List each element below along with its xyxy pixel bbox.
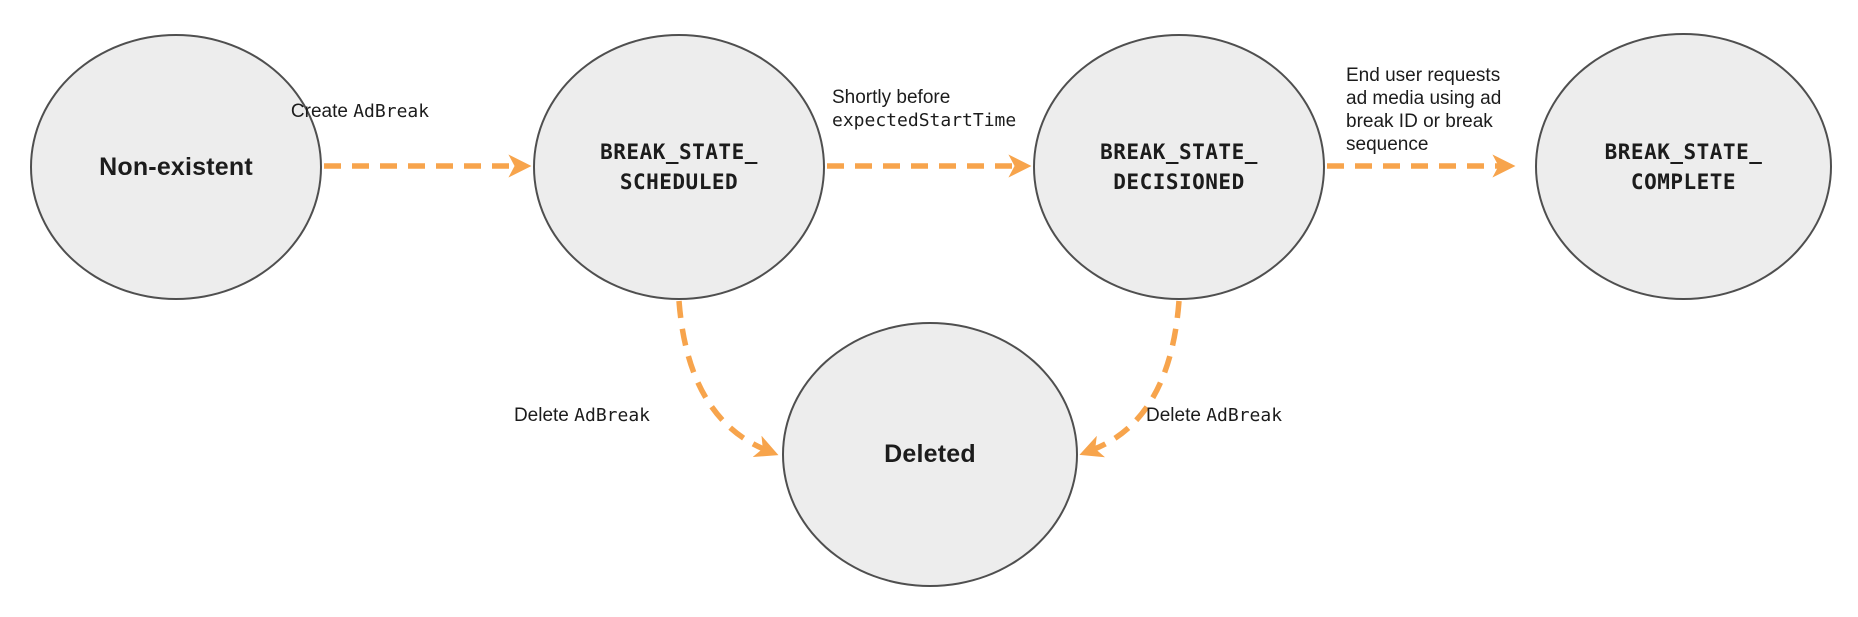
state-node-deleted: Deleted — [782, 322, 1078, 587]
state-label-break-state-decisioned: BREAK_STATE_ DECISIONED — [1100, 140, 1258, 194]
edge-label-delete-adbreak-right: Delete AdBreak — [1146, 405, 1283, 426]
edge-label-end-user-requests: End user requests ad media using ad brea… — [1346, 65, 1502, 155]
transition-arrow-delete-adbreak-right — [1079, 300, 1182, 458]
state-node-break-state-scheduled: BREAK_STATE_ SCHEDULED — [533, 34, 825, 300]
state-node-break-state-complete: BREAK_STATE_ COMPLETE — [1535, 33, 1832, 300]
state-node-break-state-decisioned: BREAK_STATE_ DECISIONED — [1033, 34, 1325, 300]
state-label-non-existent: Non-existent — [99, 152, 253, 181]
state-label-break-state-scheduled: BREAK_STATE_ SCHEDULED — [600, 140, 758, 194]
state-label-break-state-complete: BREAK_STATE_ COMPLETE — [1604, 139, 1763, 194]
transition-arrow-delete-adbreak-left — [676, 300, 779, 458]
edge-label-delete-adbreak-left: Delete AdBreak — [513, 405, 650, 426]
edge-label-shortly-before-expectedstarttime: Shortly before expectedStartTime — [832, 87, 1017, 131]
state-node-non-existent: Non-existent — [30, 34, 322, 300]
state-label-deleted: Deleted — [884, 440, 976, 468]
edge-label-create-adbreak: Create AdBreak — [290, 101, 430, 122]
